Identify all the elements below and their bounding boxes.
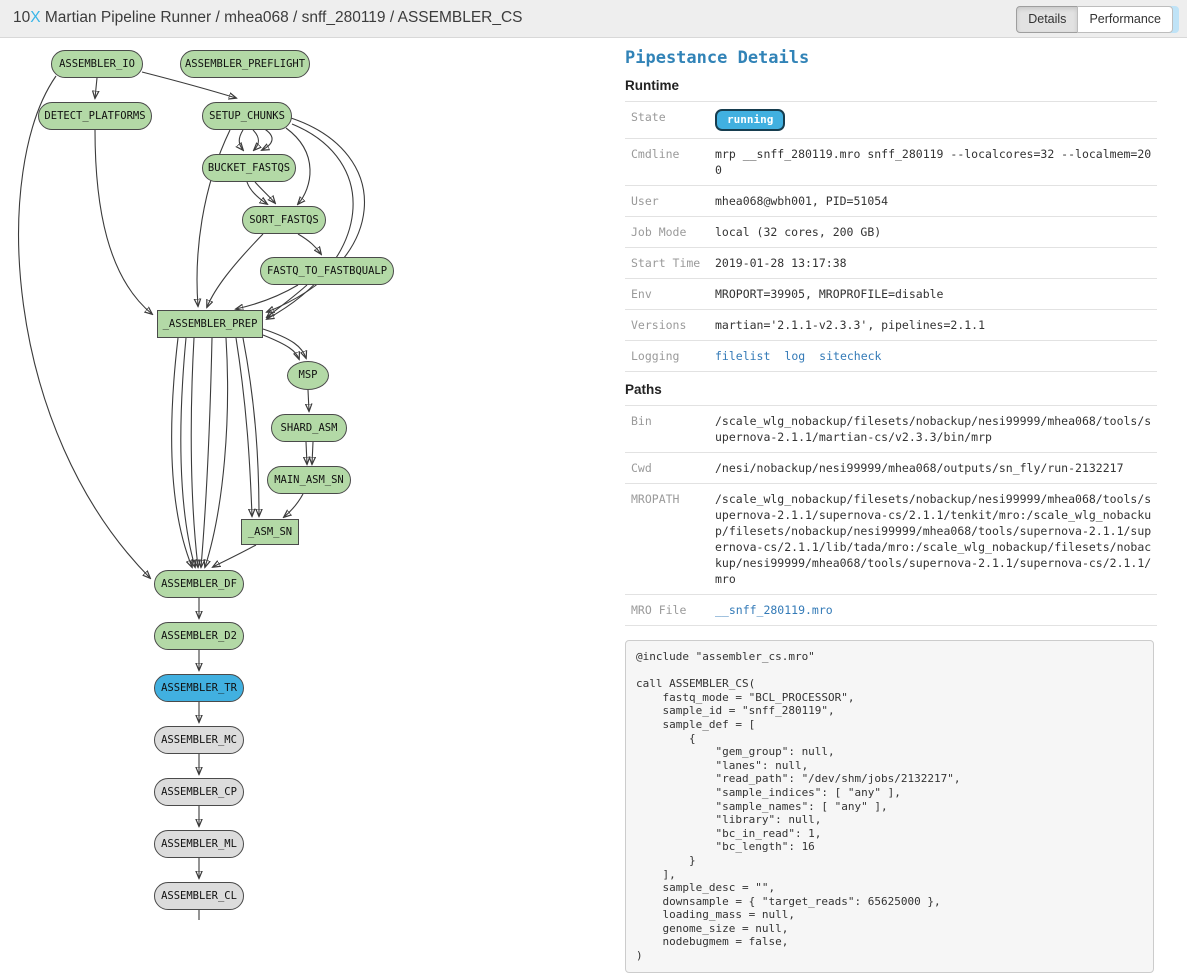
graph-node-assembler_io[interactable]: ASSEMBLER_IO	[51, 50, 143, 78]
field-value: 2019-01-28 13:17:38	[715, 255, 1157, 271]
field-label: Bin	[631, 413, 707, 445]
runtime-row: Logging filelist log sitecheck	[625, 341, 1157, 372]
graph-edge	[262, 128, 272, 150]
graph-node-setup_chunks[interactable]: SETUP_CHUNKS	[202, 102, 292, 130]
mro-source-box: @include "assembler_cs.mro" call ASSEMBL…	[625, 640, 1154, 973]
graph-edge	[201, 338, 212, 567]
field-label: Cmdline	[631, 146, 707, 178]
graph-edge	[191, 338, 198, 567]
runtime-row: Start Time 2019-01-28 13:17:38	[625, 248, 1157, 279]
graph-node-assembler_mc[interactable]: ASSEMBLER_MC	[154, 726, 244, 754]
paths-row: MROPATH/scale_wlg_nobackup/filesets/noba…	[625, 484, 1157, 595]
graph-node-assembler_df[interactable]: ASSEMBLER_DF	[154, 570, 244, 598]
field-label: MROPATH	[631, 491, 707, 587]
graph-edge	[263, 335, 299, 359]
runtime-row: Env MROPORT=39905, MROPROFILE=disable	[625, 279, 1157, 310]
field-label: State	[631, 109, 707, 131]
runtime-row: User mhea068@wbh001, PID=51054	[625, 186, 1157, 217]
field-value: __snff_280119.mro	[715, 602, 1157, 618]
pipestance-details-panel: Pipestance Details Runtime State runningC…	[622, 38, 1157, 920]
field-value: /scale_wlg_nobackup/filesets/nobackup/ne…	[715, 491, 1157, 587]
paths-table: Bin/scale_wlg_nobackup/filesets/nobackup…	[625, 405, 1157, 626]
field-label: MRO File	[631, 602, 707, 618]
graph-edge	[263, 329, 306, 358]
graph-edge	[236, 338, 252, 516]
field-value: /scale_wlg_nobackup/filesets/nobackup/ne…	[715, 413, 1157, 445]
field-value: running	[715, 109, 1157, 131]
graph-edge	[312, 442, 313, 464]
graph-edge	[267, 285, 307, 317]
mro-source-code: @include "assembler_cs.mro" call ASSEMBL…	[636, 650, 1143, 963]
runtime-table: State runningCmdlinemrp __snff_280119.mro…	[625, 101, 1157, 372]
breadcrumb: Martian Pipeline Runner / mhea068 / snff…	[41, 9, 523, 26]
field-label: Env	[631, 286, 707, 302]
paths-row: Cwd/nesi/nobackup/nesi99999/mhea068/outp…	[625, 453, 1157, 484]
field-label: Versions	[631, 317, 707, 333]
field-label: Cwd	[631, 460, 707, 476]
brand-x: X	[30, 9, 40, 26]
sitecheck-link[interactable]: sitecheck	[819, 349, 881, 363]
field-value: filelist log sitecheck	[715, 348, 1157, 364]
graph-node-fastq_to_fastbqualp[interactable]: FASTQ_TO_FASTBQUALP	[260, 257, 394, 285]
paths-row: Bin/scale_wlg_nobackup/filesets/nobackup…	[625, 406, 1157, 453]
graph-edge	[284, 494, 303, 517]
graph-node-bucket_fastqs[interactable]: BUCKET_FASTQS	[202, 154, 296, 182]
mro-file-link[interactable]: __snff_280119.mro	[715, 603, 833, 617]
field-value: MROPORT=39905, MROPROFILE=disable	[715, 286, 1157, 302]
runtime-row: State running	[625, 102, 1157, 139]
graph-edge	[239, 130, 243, 150]
graph-edge	[207, 234, 263, 307]
graph-edge	[213, 545, 256, 567]
graph-node-assembler_d2[interactable]: ASSEMBLER_D2	[154, 622, 244, 650]
brand-10: 10	[13, 9, 30, 26]
graph-edge	[172, 338, 192, 567]
graph-node-msp[interactable]: MSP	[287, 361, 329, 390]
field-label: Start Time	[631, 255, 707, 271]
field-value: /nesi/nobackup/nesi99999/mhea068/outputs…	[715, 460, 1157, 476]
filelist-link[interactable]: filelist	[715, 349, 770, 363]
graph-node-detect_platforms[interactable]: DETECT_PLATFORMS	[38, 102, 152, 130]
paths-row: MRO File __snff_280119.mro	[625, 595, 1157, 626]
runtime-row: Cmdlinemrp __snff_280119.mro snff_280119…	[625, 139, 1157, 186]
graph-node-assembler_cl[interactable]: ASSEMBLER_CL	[154, 882, 244, 910]
panel-title: Pipestance Details	[625, 48, 1157, 68]
graph-node-assembler_ml[interactable]: ASSEMBLER_ML	[154, 830, 244, 858]
graph-edge	[95, 78, 97, 98]
graph-edge	[253, 130, 258, 150]
top-header-bar: 10X Martian Pipeline Runner / mhea068 / …	[0, 0, 1187, 38]
field-value: mhea068@wbh001, PID=51054	[715, 193, 1157, 209]
field-label: User	[631, 193, 707, 209]
graph-node-sort_fastqs[interactable]: SORT_FASTQS	[242, 206, 326, 234]
page-title: 10X Martian Pipeline Runner / mhea068 / …	[13, 9, 523, 27]
graph-node-assembler_tr[interactable]: ASSEMBLER_TR	[154, 674, 244, 702]
runtime-row: Versions martian='2.1.1-v2.3.3', pipeline…	[625, 310, 1157, 341]
state-badge: running	[715, 109, 785, 131]
runtime-row: Job Mode local (32 cores, 200 GB)	[625, 217, 1157, 248]
graph-edge	[19, 76, 150, 578]
graph-node-_asm_sn[interactable]: _ASM_SN	[241, 519, 299, 545]
view-tab-group: DetailsPerformance	[1016, 6, 1173, 33]
graph-edge	[255, 182, 275, 203]
tab-details[interactable]: Details	[1016, 6, 1078, 33]
graph-node-assembler_preflight[interactable]: ASSEMBLER_PREFLIGHT	[180, 50, 310, 78]
graph-node-_assembler_prep[interactable]: _ASSEMBLER_PREP	[157, 310, 263, 338]
runtime-heading: Runtime	[625, 78, 1157, 93]
graph-node-shard_asm[interactable]: SHARD_ASM	[271, 414, 347, 442]
tab-performance[interactable]: Performance	[1077, 6, 1173, 33]
graph-edge	[95, 130, 152, 314]
field-value: local (32 cores, 200 GB)	[715, 224, 1157, 240]
graph-edge	[306, 442, 307, 464]
paths-heading: Paths	[625, 382, 1157, 397]
field-label: Job Mode	[631, 224, 707, 240]
graph-edge	[298, 234, 321, 254]
field-value: martian='2.1.1-v2.3.3', pipelines=2.1.1	[715, 317, 1157, 333]
pipeline-graph: ASSEMBLER_IO ASSEMBLER_PREFLIGHT DETECT_PL…	[0, 38, 622, 920]
field-value: mrp __snff_280119.mro snff_280119 --loca…	[715, 146, 1157, 178]
graph-node-main_asm_sn[interactable]: MAIN_ASM_SN	[267, 466, 351, 494]
graph-edge	[247, 182, 267, 204]
graph-node-assembler_cp[interactable]: ASSEMBLER_CP	[154, 778, 244, 806]
field-label: Logging	[631, 348, 707, 364]
log-link[interactable]: log	[784, 349, 805, 363]
graph-edge	[308, 390, 309, 411]
